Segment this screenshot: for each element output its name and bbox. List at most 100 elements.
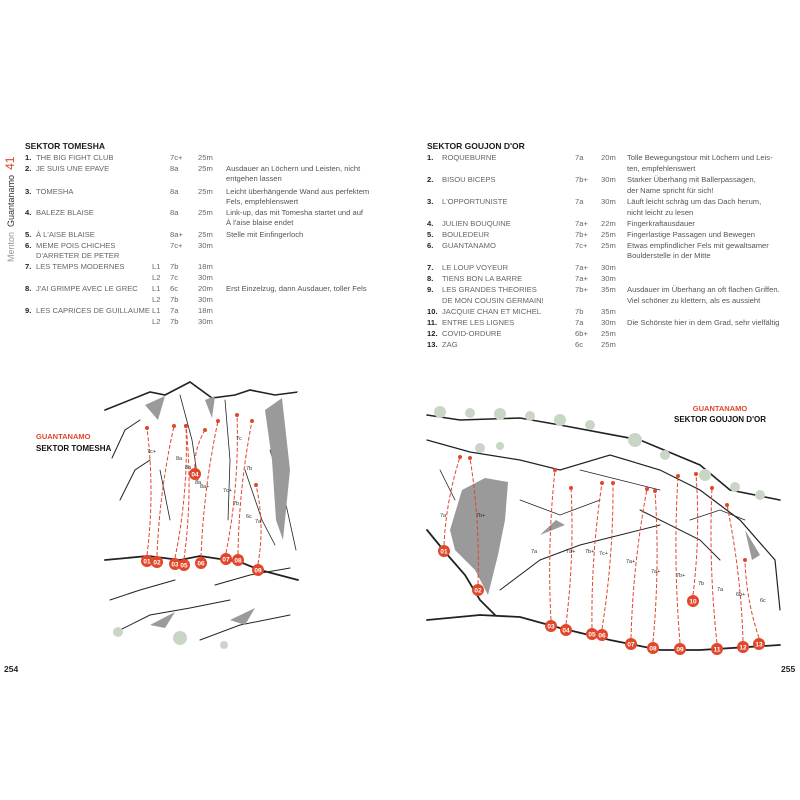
route-length: 35m (601, 307, 616, 316)
right-topo-rock (426, 414, 781, 651)
route-marker-number: 05 (180, 563, 188, 570)
route-line (443, 456, 461, 546)
route-marker (596, 629, 608, 641)
route-grade-label: 7b+ (476, 513, 485, 519)
route-anchor (172, 424, 176, 428)
route-anchor (458, 455, 462, 459)
left-topo-area-label: GUANTANAMO (36, 432, 91, 441)
right-topo-vegetation (434, 406, 765, 500)
route-marker (560, 624, 572, 636)
route-grade: 7b+ (575, 230, 588, 239)
route-marker (195, 557, 207, 569)
route-length: 30m (601, 318, 616, 327)
route-grade: 7c+ (575, 241, 588, 250)
route-length: 18m (198, 306, 213, 315)
route-marker (178, 559, 190, 571)
route-line (225, 414, 238, 554)
route-desc: Ausdauer an Löchern und Leisten, nicht (226, 164, 361, 173)
route-length: 30m (601, 175, 616, 184)
route-grade: 7c+ (170, 153, 183, 162)
route-grade: 7b+ (575, 285, 588, 294)
route-num: 8. (25, 284, 32, 293)
route-line (692, 473, 699, 596)
route-marker-number: 09 (676, 647, 684, 654)
route-grade: 7a+ (575, 219, 588, 228)
route-pitch: L2 (152, 317, 161, 326)
route-marker (141, 555, 153, 567)
route-marker-number: 05 (588, 632, 596, 639)
route-num: 5. (25, 230, 32, 239)
route-length: 25m (198, 230, 213, 239)
route-desc: ten, empfehlenswert (627, 164, 696, 173)
route-anchor (216, 419, 220, 423)
right-topo-area-label: GUANTANAMO (692, 404, 748, 413)
route-name: GUANTANAMO (442, 241, 496, 250)
route-marker (232, 554, 244, 566)
route-line (630, 488, 648, 639)
route-grade: 7c (170, 273, 179, 282)
route-grade-label: 7b+ (676, 573, 685, 579)
route-desc: Fingerlastige Passagen und Bewegen (627, 230, 755, 239)
route-name: THE BIG FIGHT CLUB (36, 153, 114, 162)
route-marker (625, 638, 637, 650)
route-desc: Fingerkraftausdauer (627, 219, 695, 228)
route-grade-label: 6b+ (736, 592, 745, 598)
route-num: 2. (427, 175, 434, 184)
route-length: 20m (601, 153, 616, 162)
route-name: JE SUIS UNE EPAVE (36, 164, 110, 173)
page-number-left: 254 (4, 664, 19, 674)
route-desc: Läuft leicht schräg um das Dach herum, (627, 197, 762, 206)
route-anchor (645, 487, 649, 491)
route-marker-number: 03 (547, 624, 555, 631)
route-grade: 7b (170, 317, 179, 326)
route-desc: Stelle mit Einfingerloch (226, 230, 304, 239)
route-name: DE MON COUSIN GERMAIN! (442, 296, 544, 305)
route-anchor (676, 474, 680, 478)
route-length: 25m (601, 230, 616, 239)
route-marker-number: 01 (143, 559, 151, 566)
route-grade: 7b (170, 262, 179, 271)
route-desc: nicht leicht zu lesen (627, 208, 694, 217)
route-grade-label: 7a (531, 549, 538, 555)
route-name: COVID-ORDURE (442, 329, 502, 338)
route-grade: 8a+ (170, 230, 183, 239)
route-grade-label: 8a (185, 465, 192, 471)
route-grade: 8a (170, 164, 179, 173)
route-name: J'AI GRIMPE AVEC LE GREC (36, 284, 138, 293)
route-line (255, 484, 262, 565)
route-length: 35m (601, 285, 616, 294)
route-pitch: L1 (152, 284, 161, 293)
route-name: BOULEDEUR (442, 230, 490, 239)
route-name: LES GRANDES THEORIES (442, 285, 537, 294)
route-marker (438, 545, 450, 557)
route-name: BALEZE BLAISE (36, 208, 94, 217)
route-grade: 7b (170, 295, 179, 304)
route-grade: 6c (575, 340, 584, 349)
route-length: 30m (198, 273, 213, 282)
route-grade: 6c (170, 284, 179, 293)
route-length: 30m (601, 263, 616, 272)
route-desc: Boulderstelle in der Mitte (627, 251, 711, 260)
left-sector-title: SEKTOR TOMESHA (25, 141, 105, 151)
route-grade: 7c+ (170, 241, 183, 250)
route-anchor (250, 419, 254, 423)
route-anchor (653, 489, 657, 493)
route-num: 11. (427, 318, 438, 327)
route-desc: Tolle Bewegungstour mit Löchern und Leis… (627, 153, 773, 162)
route-grade-label: 8a (195, 480, 202, 486)
route-name: TIENS BON LA BARRE (442, 274, 523, 283)
route-line (744, 559, 760, 639)
route-anchor (600, 481, 604, 485)
route-desc: Leicht überhängende Wand aus perfektem (226, 187, 370, 196)
route-marker-number: 04 (562, 628, 570, 635)
route-name: ROQUEBURNE (442, 153, 497, 162)
route-desc: Erst Einzelzug, dann Ausdauer, toller Fe… (226, 284, 367, 293)
route-grade-label: 7a+ (566, 549, 575, 555)
route-marker (711, 643, 723, 655)
route-pitch: L1 (152, 262, 161, 271)
route-length: 25m (601, 329, 616, 338)
right-sector-title: SEKTOR GOUJON D'OR (427, 141, 525, 151)
route-num: 12. (427, 329, 438, 338)
route-anchor (611, 481, 615, 485)
route-grade: 7b (575, 307, 584, 316)
